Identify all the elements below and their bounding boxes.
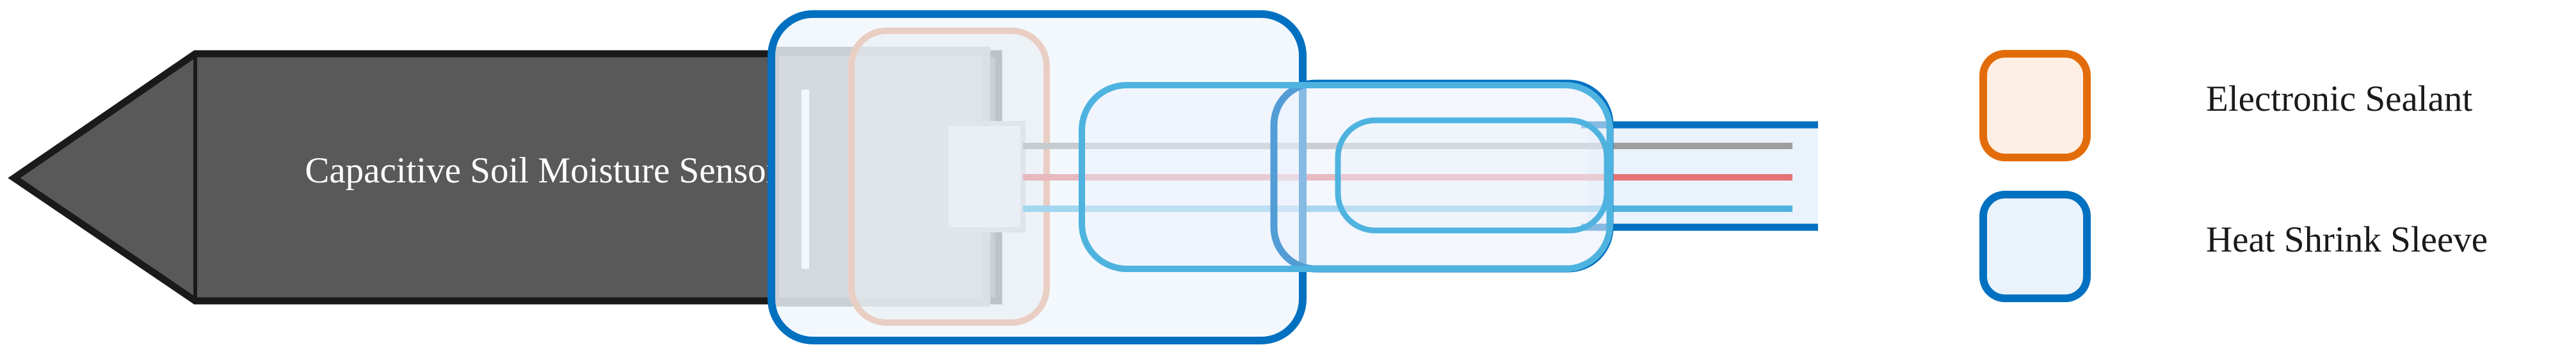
legend-swatch-electronic-sealant	[1979, 50, 2091, 161]
middle-heat-shrink-sleeve-inner	[1079, 82, 1613, 272]
legend: Electronic Sealant Heat Shrink Sleeve	[1979, 50, 2488, 302]
legend-label-heat-shrink-sleeve: Heat Shrink Sleeve	[2206, 220, 2488, 260]
legend-item-heat-shrink-sleeve: Heat Shrink Sleeve	[1979, 191, 2488, 302]
sensor-probe: Capacitive Soil Moisture Sensor	[8, 50, 1002, 305]
legend-swatch-heat-shrink-sleeve	[1979, 191, 2091, 302]
sensor-label: Capacitive Soil Moisture Sensor	[305, 150, 778, 191]
legend-item-electronic-sealant: Electronic Sealant	[1979, 50, 2472, 161]
heat-shrink-sleeves	[768, 10, 1614, 344]
inner-heat-shrink-sleeve	[1335, 117, 1610, 234]
legend-label-electronic-sealant: Electronic Sealant	[2206, 79, 2472, 119]
outer-heat-shrink-sleeve	[768, 10, 1307, 344]
